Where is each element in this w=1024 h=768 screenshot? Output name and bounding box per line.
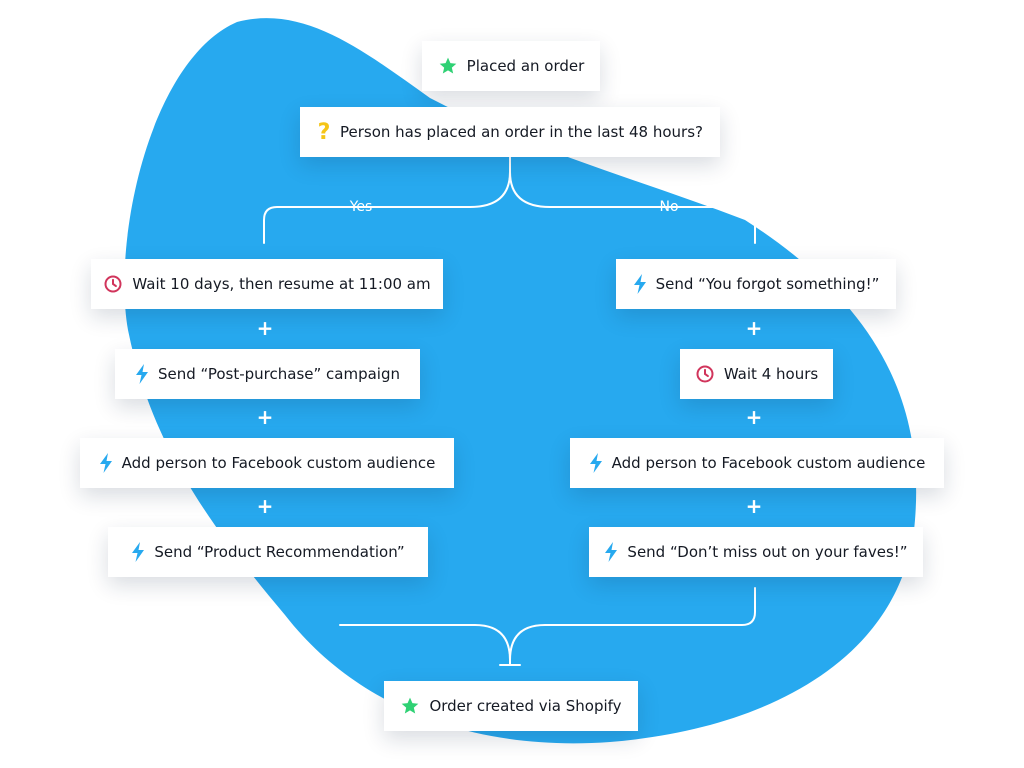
yes-step-post-purchase-label: Send “Post-purchase” campaign xyxy=(157,364,400,383)
no-add-step-button[interactable]: + xyxy=(745,316,763,340)
no-step-facebook-audience-label: Add person to Facebook custom audience xyxy=(611,453,926,472)
yes-branch-label: Yes xyxy=(349,199,373,215)
lightning-icon xyxy=(633,274,647,294)
condition-label: Person has placed an order in the last 4… xyxy=(340,122,703,141)
question-icon: ? xyxy=(317,121,331,143)
yes-step-product-recommendation-label: Send “Product Recommendation” xyxy=(154,542,405,561)
yes-add-step-button[interactable]: + xyxy=(256,494,274,518)
yes-add-step-button[interactable]: + xyxy=(256,316,274,340)
yes-step-product-recommendation[interactable]: Send “Product Recommendation” xyxy=(108,527,428,577)
no-step-dont-miss-out-label: Send “Don’t miss out on your faves!” xyxy=(627,542,908,561)
yes-add-step-button[interactable]: + xyxy=(256,405,274,429)
yes-step-wait[interactable]: Wait 10 days, then resume at 11:00 am xyxy=(91,259,443,309)
yes-step-post-purchase[interactable]: Send “Post-purchase” campaign xyxy=(115,349,420,399)
no-step-forgot-something[interactable]: Send “You forgot something!” xyxy=(616,259,896,309)
no-step-forgot-something-label: Send “You forgot something!” xyxy=(655,274,880,293)
no-step-wait-label: Wait 4 hours xyxy=(723,364,819,383)
no-add-step-button[interactable]: + xyxy=(745,405,763,429)
yes-step-facebook-audience[interactable]: Add person to Facebook custom audience xyxy=(80,438,454,488)
lightning-icon xyxy=(99,453,113,473)
clock-icon xyxy=(695,364,715,384)
bottom-brace xyxy=(339,587,756,666)
no-step-dont-miss-out[interactable]: Send “Don’t miss out on your faves!” xyxy=(589,527,923,577)
lightning-icon xyxy=(589,453,603,473)
clock-icon xyxy=(103,274,123,294)
star-icon xyxy=(400,696,420,716)
top-brace xyxy=(263,154,756,244)
exit-label: Order created via Shopify xyxy=(429,696,622,715)
svg-text:?: ? xyxy=(318,121,331,143)
no-branch-label: No xyxy=(659,199,679,215)
condition-node[interactable]: ? Person has placed an order in the last… xyxy=(300,107,720,157)
star-icon xyxy=(438,56,458,76)
trigger-node[interactable]: Placed an order xyxy=(422,41,600,91)
no-step-facebook-audience[interactable]: Add person to Facebook custom audience xyxy=(570,438,944,488)
lightning-icon xyxy=(131,542,145,562)
lightning-icon xyxy=(135,364,149,384)
trigger-label: Placed an order xyxy=(466,56,585,75)
exit-node[interactable]: Order created via Shopify xyxy=(384,681,638,731)
no-step-wait[interactable]: Wait 4 hours xyxy=(680,349,833,399)
no-add-step-button[interactable]: + xyxy=(745,494,763,518)
yes-step-facebook-audience-label: Add person to Facebook custom audience xyxy=(121,453,436,472)
lightning-icon xyxy=(604,542,618,562)
yes-step-wait-label: Wait 10 days, then resume at 11:00 am xyxy=(132,274,431,293)
